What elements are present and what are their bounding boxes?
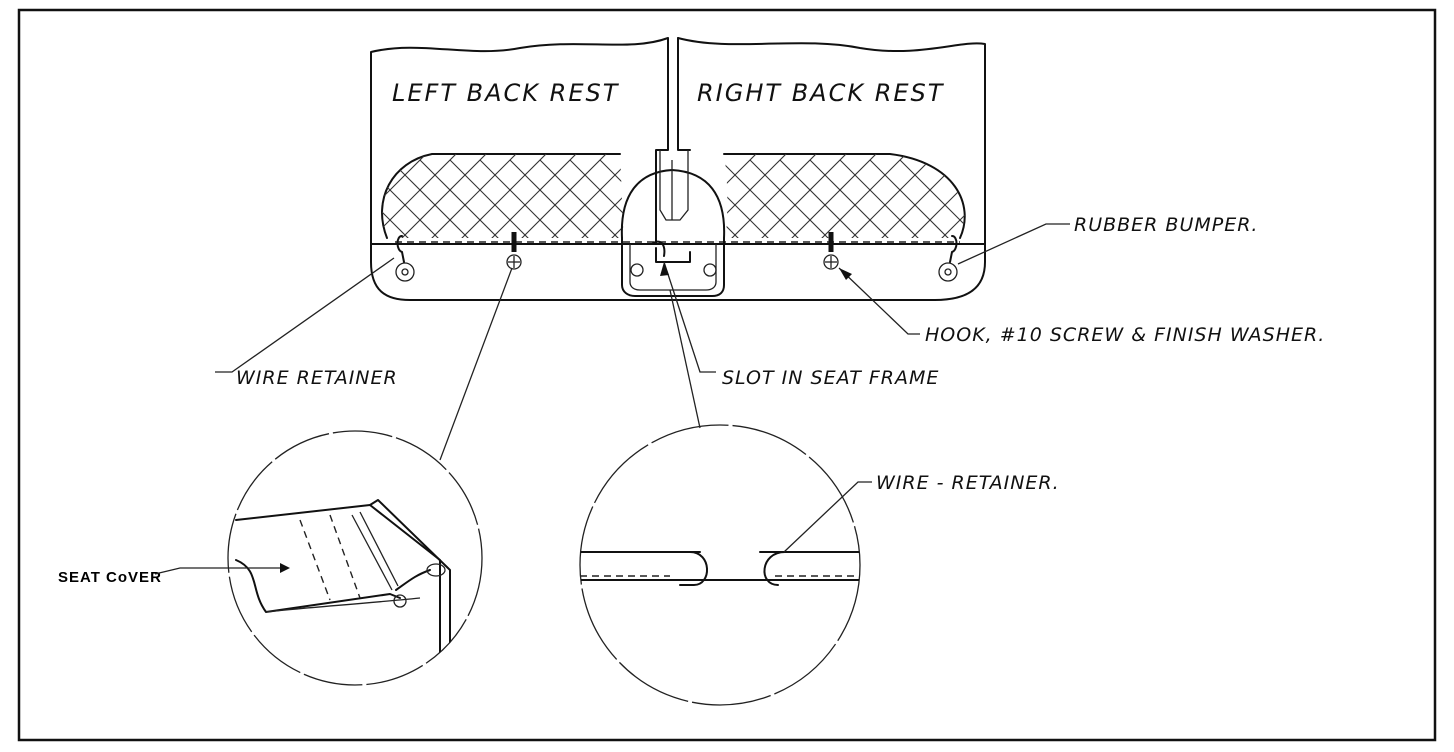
wire-retainer-detail-label: WIRE - RETAINER. bbox=[876, 472, 1060, 494]
slot-in-seat-frame-label: SLOT IN SEAT FRAME bbox=[722, 367, 939, 389]
detail-1-leader bbox=[439, 267, 513, 461]
detail-2-leader bbox=[669, 289, 701, 429]
wire-retainer-detail: WIRE - RETAINER. bbox=[579, 424, 1060, 706]
seat-cover-detail: SEAT CoVER bbox=[58, 430, 483, 686]
right-back-rest-label: RIGHT BACK REST bbox=[697, 79, 945, 107]
wire-retainer-label: WIRE RETAINER bbox=[236, 367, 398, 389]
right-cushion-hatch bbox=[724, 154, 965, 238]
hook-screw-callout: HOOK, #10 SCREW & FINISH WASHER. bbox=[838, 267, 1325, 346]
left-back-rest-label: LEFT BACK REST bbox=[392, 79, 620, 107]
hook-screw-washer-label: HOOK, #10 SCREW & FINISH WASHER. bbox=[925, 324, 1325, 346]
left-back-rest: LEFT BACK REST bbox=[370, 37, 669, 245]
rubber-bumper-label: RUBBER BUMPER. bbox=[1074, 214, 1258, 236]
right-back-rest: RIGHT BACK REST bbox=[677, 37, 986, 245]
wire-retainer-callout: WIRE RETAINER bbox=[215, 257, 398, 389]
rubber-bumper-callout: RUBBER BUMPER. bbox=[957, 214, 1258, 265]
slot-callout: SLOT IN SEAT FRAME bbox=[660, 261, 939, 389]
seat-frame bbox=[370, 232, 986, 301]
seat-cover-label: SEAT CoVER bbox=[58, 569, 162, 586]
figure-border bbox=[17, 8, 1437, 742]
